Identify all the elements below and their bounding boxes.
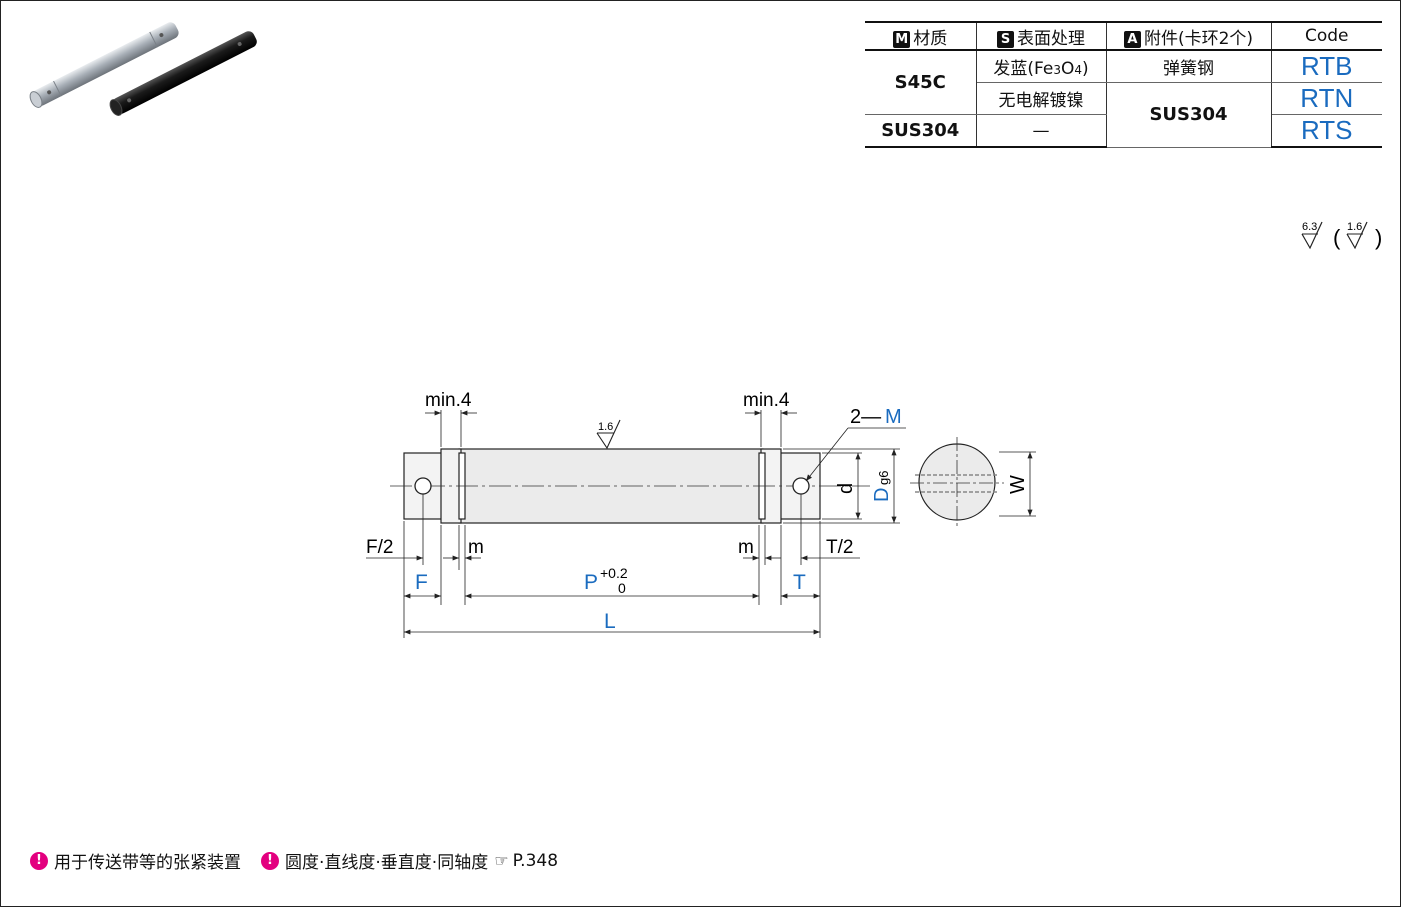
info-pin-icon: ! bbox=[261, 851, 279, 870]
info-pin-icon: ! bbox=[30, 851, 48, 870]
code-cell[interactable]: RTB bbox=[1270, 50, 1382, 83]
note-usage: ! 用于传送带等的张紧装置 bbox=[30, 848, 241, 873]
header-code: Code bbox=[1270, 21, 1382, 51]
dim-min-right: min.4 bbox=[743, 390, 790, 411]
note-tolerance[interactable]: ! 圆度·直线度·垂直度·同轴度 ☞ P.348 bbox=[261, 848, 558, 873]
dim-D-tol: g6 bbox=[876, 471, 891, 485]
dim-m-right: m bbox=[738, 537, 754, 558]
roughness-symbols: 6.3 ( 1.6 ) bbox=[1301, 221, 1382, 250]
surface-roughness-mark: 1.6 bbox=[598, 421, 613, 433]
dim-P: P bbox=[584, 571, 598, 594]
page-reference[interactable]: P.348 bbox=[512, 850, 559, 871]
surface-cell: — bbox=[975, 114, 1107, 148]
code-cell[interactable]: RTS bbox=[1270, 114, 1382, 148]
surface-badge: S bbox=[997, 30, 1014, 48]
paren-close-icon: ) bbox=[1375, 225, 1382, 250]
dim-F: F bbox=[415, 571, 428, 594]
material-badge: M bbox=[893, 30, 911, 48]
pin-hole-left bbox=[414, 477, 432, 495]
dim-F-half: F/2 bbox=[366, 537, 393, 558]
dim-L: L bbox=[604, 610, 616, 633]
roughness-specified: 1.6 bbox=[1347, 221, 1362, 233]
note-usage-text: 用于传送带等的张紧装置 bbox=[54, 853, 241, 873]
surface-cell: 发蓝(Fe3O4) bbox=[975, 50, 1107, 83]
table-row: 无电解镀镍 SUS304 RTN bbox=[865, 82, 1382, 148]
dim-T: T bbox=[793, 571, 806, 594]
hole-label-prefix: 2— bbox=[850, 406, 881, 428]
dim-P-lower: 0 bbox=[618, 580, 626, 596]
material-cell: SUS304 bbox=[865, 114, 977, 148]
accessory-badge: A bbox=[1123, 30, 1141, 48]
material-cell: S45C bbox=[865, 50, 977, 115]
dim-m-left: m bbox=[468, 537, 484, 558]
product-photo bbox=[29, 22, 257, 116]
paren-open-icon: ( bbox=[1333, 225, 1341, 250]
footer-notes: ! 用于传送带等的张紧装置 ! 圆度·直线度·垂直度·同轴度 ☞ P.348 bbox=[30, 848, 578, 873]
dim-P-upper: +0.2 bbox=[600, 565, 628, 581]
roughness-general: 6.3 bbox=[1302, 221, 1317, 233]
dim-min-left: min.4 bbox=[425, 390, 472, 411]
pointing-hand-icon: ☞ bbox=[494, 851, 509, 870]
dim-d: d bbox=[835, 483, 857, 494]
code-cell[interactable]: RTN bbox=[1270, 82, 1382, 115]
accessory-cell: SUS304 bbox=[1105, 82, 1272, 148]
surface-cell: 无电解镀镍 bbox=[976, 82, 1107, 115]
hole-label-m: M bbox=[885, 406, 902, 428]
dim-W: W bbox=[1007, 475, 1029, 494]
dim-T-half: T/2 bbox=[826, 537, 853, 558]
note-tolerance-text: 圆度·直线度·垂直度·同轴度 bbox=[285, 853, 489, 873]
shaft-end-view bbox=[910, 437, 1004, 528]
dim-D: D bbox=[871, 488, 893, 502]
table-row: SUS304 — RTS bbox=[865, 114, 1382, 148]
table-row: S45C 发蓝(Fe3O4) 弹簧钢 RTB bbox=[865, 50, 1382, 115]
